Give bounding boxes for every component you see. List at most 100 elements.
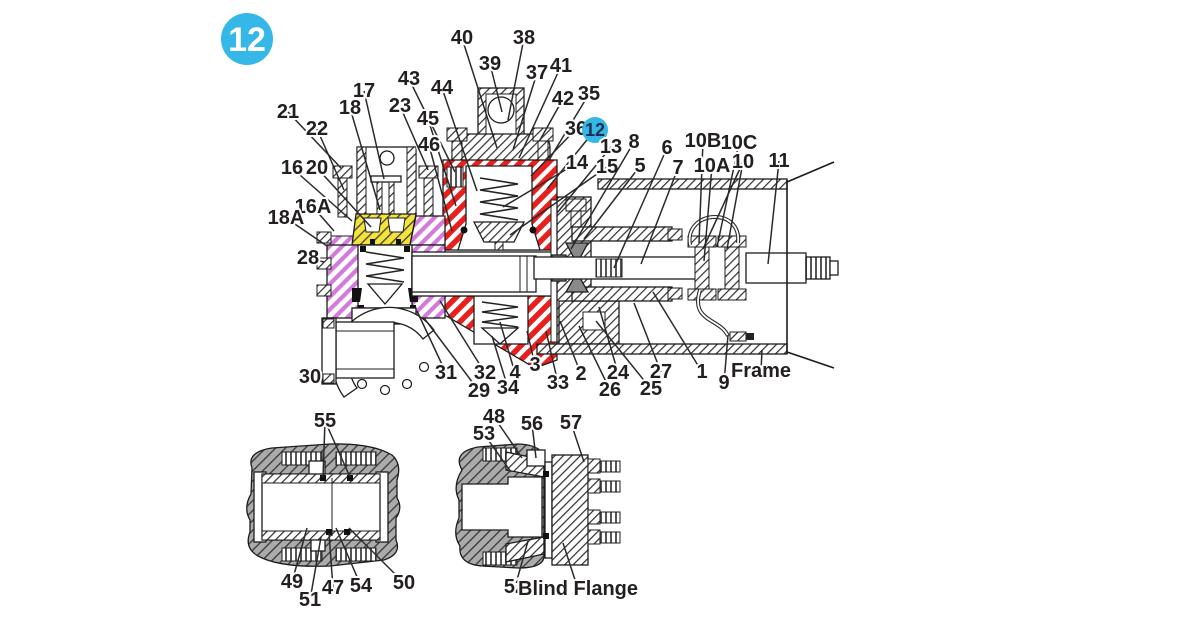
rod-clamp-2 (717, 235, 747, 301)
packing-wedge (351, 213, 417, 246)
valve-seat-detail (246, 443, 401, 567)
leader-line (598, 306, 619, 374)
seat-seal (347, 475, 353, 481)
callout-label: 50 (393, 572, 415, 594)
callout-label: 26 (599, 379, 621, 401)
callout-37: 37 (512, 60, 550, 151)
leader-line (309, 536, 322, 601)
callout-frame: Frame (729, 349, 793, 384)
callout-15: 15 (509, 154, 620, 236)
callout-39: 39 (477, 51, 503, 113)
leader-line (548, 93, 590, 161)
figure-badge: 12 (221, 13, 273, 65)
rod-thread (595, 258, 623, 278)
leader-line (461, 37, 498, 149)
callout-label: 39 (479, 53, 501, 75)
leader-line (726, 161, 744, 250)
callout-label: 11 (768, 150, 789, 172)
callout-label: 31 (435, 362, 457, 384)
callout-23: 23 (387, 93, 429, 171)
callout-label: 37 (526, 62, 548, 84)
callout-label: 20 (306, 157, 328, 179)
callout-5: 5 (583, 153, 648, 240)
fluid-end-block (442, 159, 558, 369)
callout-13: 13 (556, 134, 624, 214)
leader-line (291, 527, 308, 583)
flange-bolts (587, 458, 621, 545)
callout-label: 45 (417, 108, 439, 130)
badge-number: 12 (228, 21, 266, 59)
callout-label: 32 (474, 362, 496, 384)
callout-6: 6 (613, 135, 675, 269)
callout-51: 51 (297, 536, 323, 613)
leader-line (652, 291, 703, 373)
gland-stud-bar (370, 175, 402, 183)
callout-25: 25 (595, 320, 664, 402)
plunger (411, 255, 537, 293)
packing-spring (365, 251, 405, 283)
blind-flange-plate (551, 454, 589, 566)
callout-33: 33 (545, 330, 571, 396)
blind-flange-detail (455, 443, 621, 569)
callout-8: 8 (570, 129, 642, 250)
leader-line (767, 160, 780, 265)
leader-line (539, 98, 564, 141)
leader-line (408, 78, 456, 173)
callout-16A: 16A (293, 194, 335, 232)
stud-nut-lower (667, 287, 683, 300)
leader-line (595, 320, 652, 390)
leader-line (556, 146, 612, 214)
callout-label: 15 (596, 156, 618, 178)
callout-44: 44 (429, 75, 478, 192)
callout-7: 7 (640, 155, 686, 265)
leader-line (441, 87, 478, 192)
leader-line (583, 165, 641, 240)
callout-43: 43 (396, 66, 456, 173)
seat-seal (320, 475, 326, 481)
callout-24: 24 (598, 306, 632, 386)
callout-label: 43 (398, 68, 420, 90)
leader-line (507, 37, 525, 121)
callout-label: 48 (483, 406, 505, 428)
callout-34: 34 (491, 335, 522, 401)
callout-38: 38 (507, 25, 537, 121)
frame-rail-bottom (536, 343, 788, 355)
leader-line (512, 72, 538, 151)
leader-line (530, 128, 577, 177)
callout-26: 26 (578, 325, 623, 403)
leader-line (287, 111, 342, 169)
callout-52: 52 (502, 540, 529, 600)
callout-label: 17 (353, 80, 375, 102)
callout-28: 28 (295, 245, 325, 271)
callout-label: 56 (521, 413, 543, 435)
callout-label: 2 (575, 363, 586, 385)
callout-label: 42 (552, 88, 574, 110)
leader-line (423, 317, 480, 392)
callout-55: 55 (312, 408, 351, 478)
suction-valve-spring (481, 301, 519, 328)
leader-line (698, 140, 704, 244)
callout-label: Frame (731, 360, 791, 382)
suction-elbow (321, 306, 435, 398)
callout-label: 10C (721, 132, 758, 154)
leader-line (559, 320, 582, 375)
callout-label: 28 (297, 247, 319, 269)
leader-line (428, 144, 453, 232)
hose-fitting (729, 331, 747, 342)
callout-label: 38 (513, 27, 535, 49)
stud-nut-upper (667, 228, 683, 241)
badge-circle (221, 13, 273, 65)
callout-label: 13 (600, 136, 622, 158)
callout-45: 45 (415, 106, 457, 207)
callout-54: 54 (335, 527, 375, 599)
valve-seal-right (529, 226, 537, 234)
callout-label: Blind Flange (518, 578, 638, 600)
leader-line (509, 166, 608, 236)
callout-10: 10 (702, 149, 756, 250)
callout-label: 35 (578, 83, 600, 105)
callout-label: 34 (497, 377, 520, 399)
callout-label: 53 (473, 423, 495, 445)
callout-47: 47 (320, 532, 346, 601)
